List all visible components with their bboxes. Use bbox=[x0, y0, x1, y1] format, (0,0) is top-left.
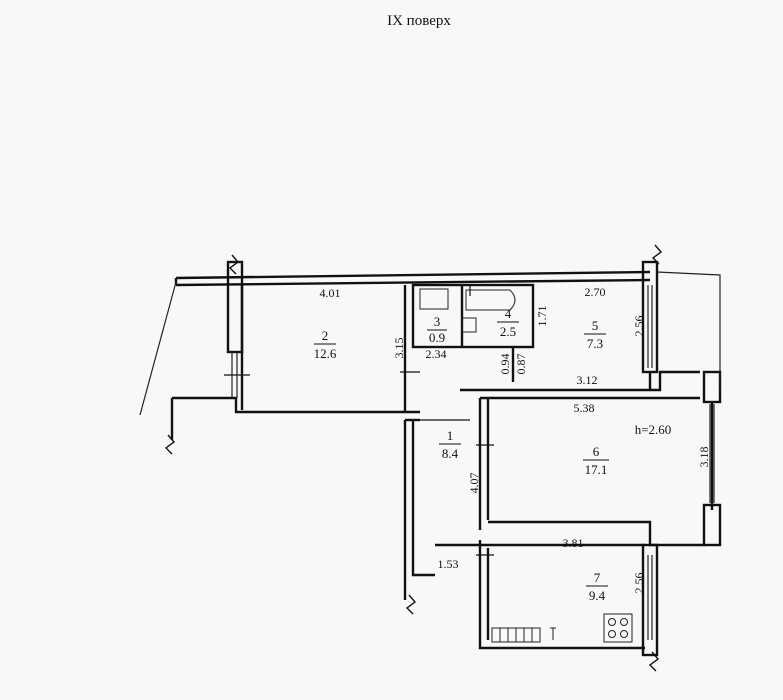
room-area: 7.3 bbox=[587, 336, 603, 351]
ceiling-height: h=2.60 bbox=[635, 422, 672, 437]
room-area: 2.5 bbox=[500, 324, 516, 339]
dimension-label: 3.15 bbox=[392, 338, 406, 359]
dimension-label: 2.56 bbox=[632, 573, 646, 594]
dimension-label: 4.01 bbox=[320, 286, 341, 300]
dimension-label: 3.12 bbox=[577, 373, 598, 387]
room-area: 0.9 bbox=[429, 330, 445, 345]
walls bbox=[170, 260, 722, 657]
dimension-label: 0.94 bbox=[498, 354, 512, 375]
room-number: 1 bbox=[447, 428, 454, 443]
dimension-label: 0.87 bbox=[514, 354, 528, 375]
dimension-label: 1.71 bbox=[535, 306, 549, 327]
dimension-label: 2.56 bbox=[632, 316, 646, 337]
room-number: 4 bbox=[505, 306, 512, 321]
room-area: 12.6 bbox=[314, 346, 337, 361]
fixtures bbox=[419, 288, 633, 643]
room-number: 5 bbox=[592, 318, 599, 333]
dimension-label: 4.07 bbox=[467, 473, 481, 494]
dimension-label: 3.81 bbox=[563, 536, 584, 550]
room-area: 8.4 bbox=[442, 446, 459, 461]
door-marks bbox=[224, 285, 494, 556]
room-number: 3 bbox=[434, 314, 441, 329]
room-area: 9.4 bbox=[589, 588, 606, 603]
room-number: 6 bbox=[593, 444, 600, 459]
room-number: 7 bbox=[594, 570, 601, 585]
dimension-label: 2.34 bbox=[426, 347, 447, 361]
wall-break-marks bbox=[164, 244, 663, 672]
dimension-label: 3.18 bbox=[697, 447, 711, 468]
dimension-label: 1.53 bbox=[438, 557, 459, 571]
dimension-label: 2.70 bbox=[585, 285, 606, 299]
room-number: 2 bbox=[322, 328, 329, 343]
balconies bbox=[139, 271, 721, 640]
room-area: 17.1 bbox=[585, 462, 608, 477]
dimension-label: 5.38 bbox=[574, 401, 595, 415]
floor-title: IX поверх bbox=[387, 13, 451, 29]
dimension-labels: 4.01 2.70 1.71 2.56 3.15 2.34 0.94 0.87 … bbox=[320, 285, 712, 594]
room-labels: 2 12.6 3 0.9 4 2.5 5 7.3 1 8.4 6 17.1 7 … bbox=[314, 306, 609, 603]
